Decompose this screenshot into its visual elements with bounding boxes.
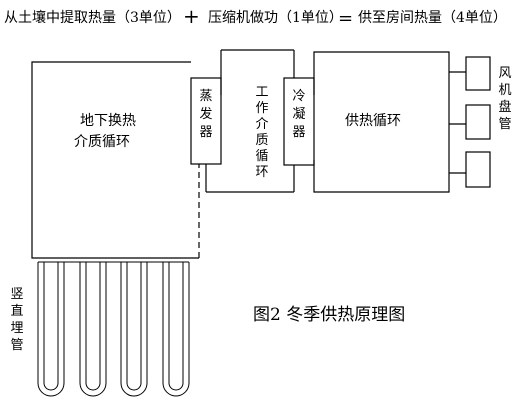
fan-coil-char-2: 机 (498, 83, 511, 98)
ground-loop-box (31, 61, 200, 259)
working-loop-char-5: 循 (255, 149, 268, 164)
fan-coil-char-1: 风 (498, 66, 511, 81)
title-part1: 从土壤中提取热量（3单位） (4, 9, 181, 26)
evaporator-char-3: 器 (199, 125, 212, 140)
heating-loop-label: 供热循环 (345, 113, 401, 129)
working-loop-char-4: 质 (255, 133, 268, 148)
title-plus: + (183, 4, 200, 28)
fan-coil-units (449, 56, 491, 188)
condenser-char-3: 器 (292, 125, 305, 140)
title-part3: 供至房间热量（4单位） (358, 10, 507, 26)
working-loop-char-1: 工 (255, 85, 268, 100)
vertical-pipe-char-4: 管 (10, 338, 23, 353)
title-part2: 压缩机做功（1单位） (208, 10, 343, 26)
condenser-box (283, 77, 315, 166)
figure-caption: 图2 冬季供热原理图 (253, 305, 405, 325)
fan-coil-char-3: 盘 (498, 99, 511, 115)
ground-loop-label-1: 地下换热 (80, 112, 136, 129)
vertical-pipe-char-2: 直 (10, 304, 23, 319)
vertical-pipe-char-3: 埋 (10, 321, 23, 336)
working-loop-char-6: 环 (255, 165, 268, 180)
fan-coil-char-4: 管 (498, 117, 511, 132)
vertical-buried-pipes (36, 257, 190, 397)
working-loop-lines (205, 49, 295, 193)
vertical-pipe-char-1: 竖 (10, 287, 23, 302)
condenser-char-1: 冷 (292, 89, 305, 104)
working-loop-char-3: 介 (255, 117, 268, 132)
ground-loop-label-2: 介质循环 (74, 134, 130, 150)
title-equals: = (338, 8, 353, 29)
working-loop-char-2: 作 (255, 101, 268, 116)
evaporator-char-1: 蒸 (199, 89, 212, 104)
evaporator-char-2: 发 (199, 106, 212, 122)
condenser-char-2: 凝 (292, 106, 305, 122)
